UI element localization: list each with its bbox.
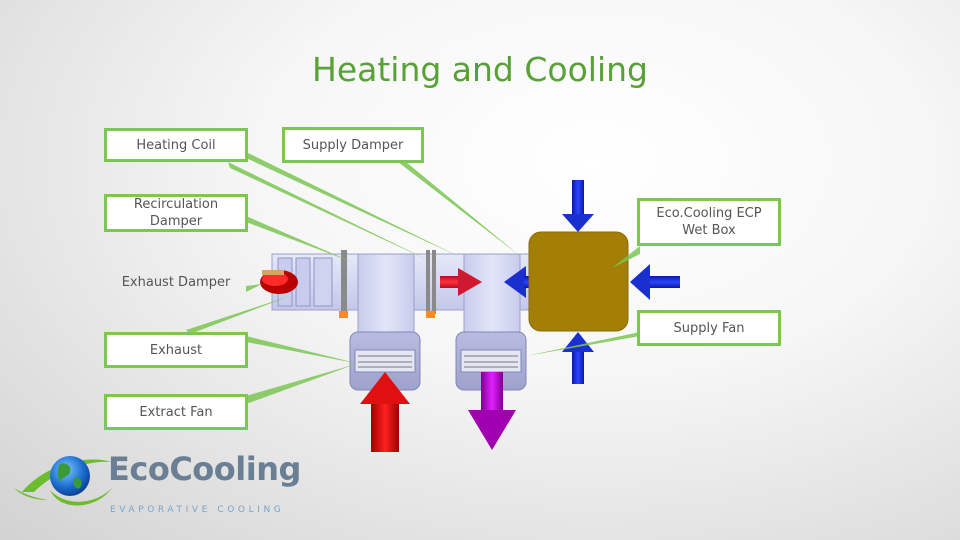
supply-fan-housing [455, 331, 527, 391]
recirculation-flow-arrow [440, 268, 482, 296]
label-heating-coil: Heating Coil [104, 128, 248, 162]
ecocooling-logo: EcoCooling EVAPORATIVE COOLING [14, 448, 301, 524]
intake-arrow-right [630, 264, 680, 300]
label-eco-wet-box: Eco.Cooling ECP Wet Box [637, 198, 781, 246]
intake-arrow-top [562, 180, 594, 232]
recirculation-damper-blade [339, 250, 348, 318]
extract-fan-housing [349, 331, 421, 391]
page-title: Heating and Cooling [312, 50, 648, 89]
supply-outlet-arrow [468, 372, 516, 450]
label-supply-fan: Supply Fan [637, 310, 781, 346]
callout-leaders [186, 152, 640, 404]
recirculation-riser [357, 253, 415, 337]
label-extract-fan: Extract Fan [104, 394, 248, 430]
logo-tagline: EVAPORATIVE COOLING [110, 505, 285, 515]
supply-riser [463, 253, 521, 337]
exhaust-damper-unit [260, 270, 298, 294]
logo-wordmark: EcoCooling [108, 450, 301, 488]
extract-air-arrow [360, 372, 410, 452]
supply-damper-blade [426, 250, 436, 318]
label-exhaust: Exhaust [104, 332, 248, 368]
label-exhaust-damper: Exhaust Damper [121, 274, 231, 290]
label-supply-damper: Supply Damper [282, 127, 424, 163]
label-recirculation-damper: Recirculation Damper [104, 194, 248, 232]
eco-wet-box [528, 231, 629, 332]
intake-arrow-bottom [562, 332, 594, 384]
globe-logo-icon [14, 456, 112, 506]
